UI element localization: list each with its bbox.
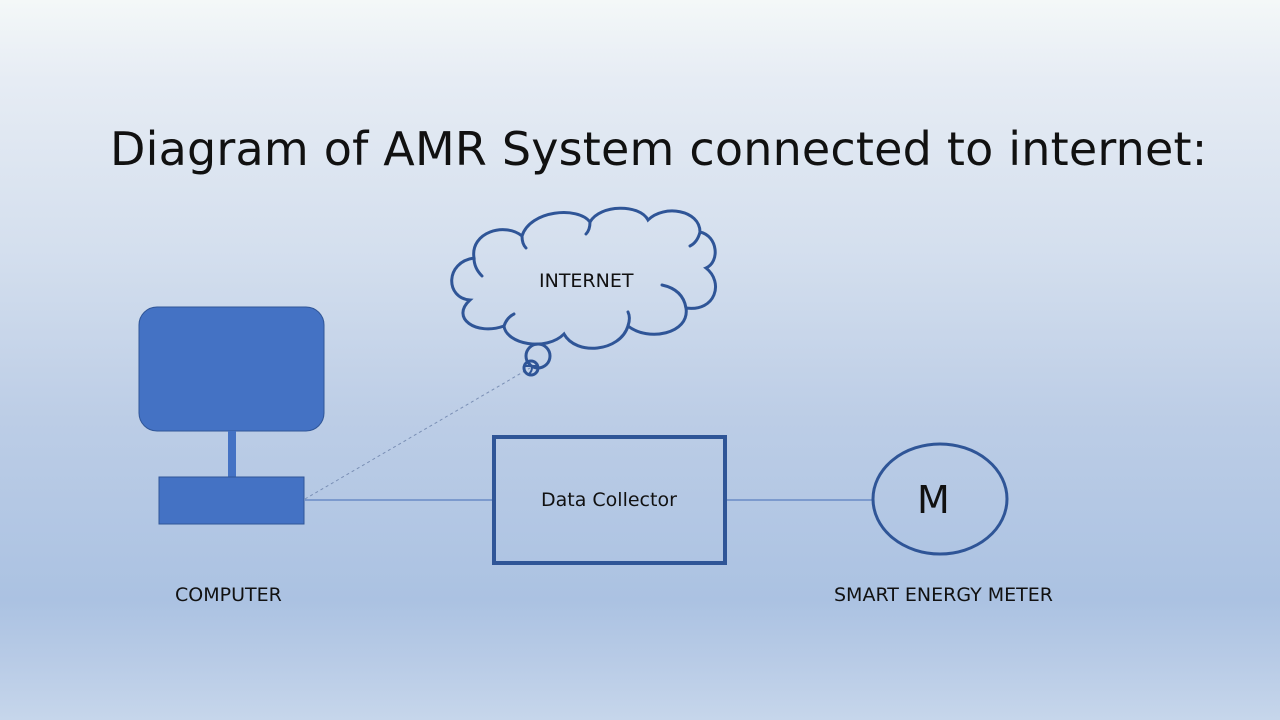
cloud-inner-curve-3	[584, 220, 592, 236]
cloud-bubble-detail	[524, 361, 538, 375]
cloud-inner-curve-2	[520, 234, 528, 250]
computer-icon	[138, 306, 325, 525]
computer-label: COMPUTER	[175, 584, 282, 606]
data-collector-box	[492, 435, 727, 565]
computer-monitor	[138, 306, 325, 432]
cloud-bubble-small	[522, 359, 540, 377]
slide-title: Diagram of AMR System connected to inter…	[110, 122, 1208, 176]
cloud-inner-curve-4	[688, 230, 702, 248]
meter-symbol: M	[917, 478, 950, 522]
connector-computer-internet	[304, 367, 531, 500]
cloud-inner-curve-7	[502, 312, 516, 328]
data-collector-label: Data Collector	[541, 489, 677, 511]
cloud-outline	[450, 206, 717, 350]
cloud-inner-curve-6	[626, 310, 631, 328]
internet-cloud-icon	[450, 206, 717, 377]
computer-stand	[228, 431, 236, 477]
computer-base	[158, 476, 305, 525]
cloud-inner-curve-1	[472, 256, 484, 278]
smart-meter-circle	[871, 442, 1009, 556]
smart-meter-label: SMART ENERGY METER	[834, 584, 1053, 606]
cloud-inner-curve-5	[660, 283, 688, 310]
internet-label: INTERNET	[539, 270, 634, 292]
